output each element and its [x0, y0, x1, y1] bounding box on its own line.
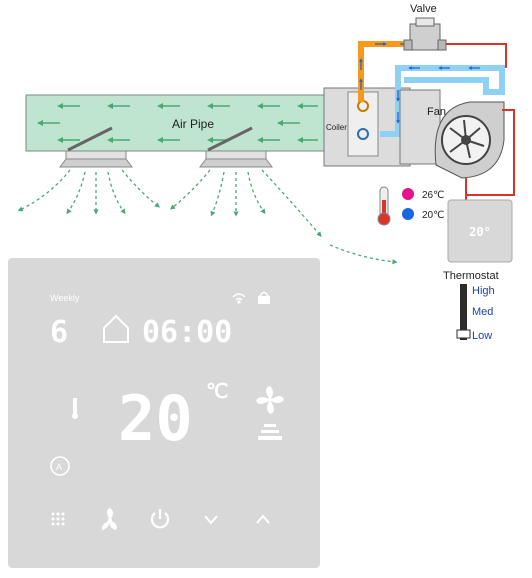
hot-indicator-dot	[402, 188, 414, 200]
air-outflow-arrows	[17, 169, 398, 265]
air-pipe-label: Air Pipe	[172, 117, 214, 131]
fan-speed-button[interactable]	[101, 508, 117, 530]
temperature-display: 20	[118, 382, 193, 455]
fan-wire	[466, 109, 515, 196]
diffuser-right	[199, 126, 273, 168]
speed-low-label: Low	[472, 330, 492, 342]
lock-icon	[258, 291, 270, 304]
thermostat-label: Thermostat	[443, 270, 499, 282]
wifi-icon	[232, 293, 246, 304]
temperature-unit: ℃	[206, 379, 228, 403]
hot-temperature-label: 26℃	[422, 190, 444, 201]
fan-housing	[399, 89, 441, 165]
thermometer-icon	[72, 398, 78, 419]
svg-text:A: A	[56, 462, 62, 472]
valve-label: Valve	[410, 3, 437, 15]
power-button[interactable]	[150, 509, 170, 529]
coiler-label: Coiler	[326, 123, 347, 132]
chevron-up-button[interactable]	[256, 514, 270, 524]
chevron-down-button[interactable]	[204, 515, 218, 525]
thermostat-panel	[8, 258, 320, 568]
coiler-outlet-port	[357, 128, 369, 140]
speed-high-label: High	[472, 285, 495, 297]
day-display: 6	[50, 315, 68, 350]
cold-temperature-label: 20℃	[422, 210, 444, 221]
fan-blower-icon	[434, 101, 505, 179]
fan-level-icon	[258, 424, 282, 440]
mini-thermostat-icon: 20°	[447, 199, 513, 263]
fan-label: Fan	[427, 106, 446, 118]
air-pipe-duct	[25, 94, 325, 152]
svg-text:20°: 20°	[469, 225, 491, 239]
valve-icon	[403, 17, 447, 51]
coiler-box	[347, 91, 379, 157]
menu-button[interactable]	[51, 512, 65, 526]
time-display: 06:00	[142, 315, 232, 350]
valve-wire	[440, 43, 507, 68]
home-icon	[103, 314, 129, 343]
speed-med-label: Med	[472, 306, 493, 318]
thermometer-icon	[377, 186, 391, 226]
mode-label: Weekly	[50, 293, 80, 303]
auto-mode-icon: A	[50, 456, 70, 476]
fan-icon	[256, 386, 284, 414]
diffuser-left	[59, 126, 133, 168]
cold-indicator-dot	[402, 208, 414, 220]
speed-slider-icon	[456, 284, 471, 340]
